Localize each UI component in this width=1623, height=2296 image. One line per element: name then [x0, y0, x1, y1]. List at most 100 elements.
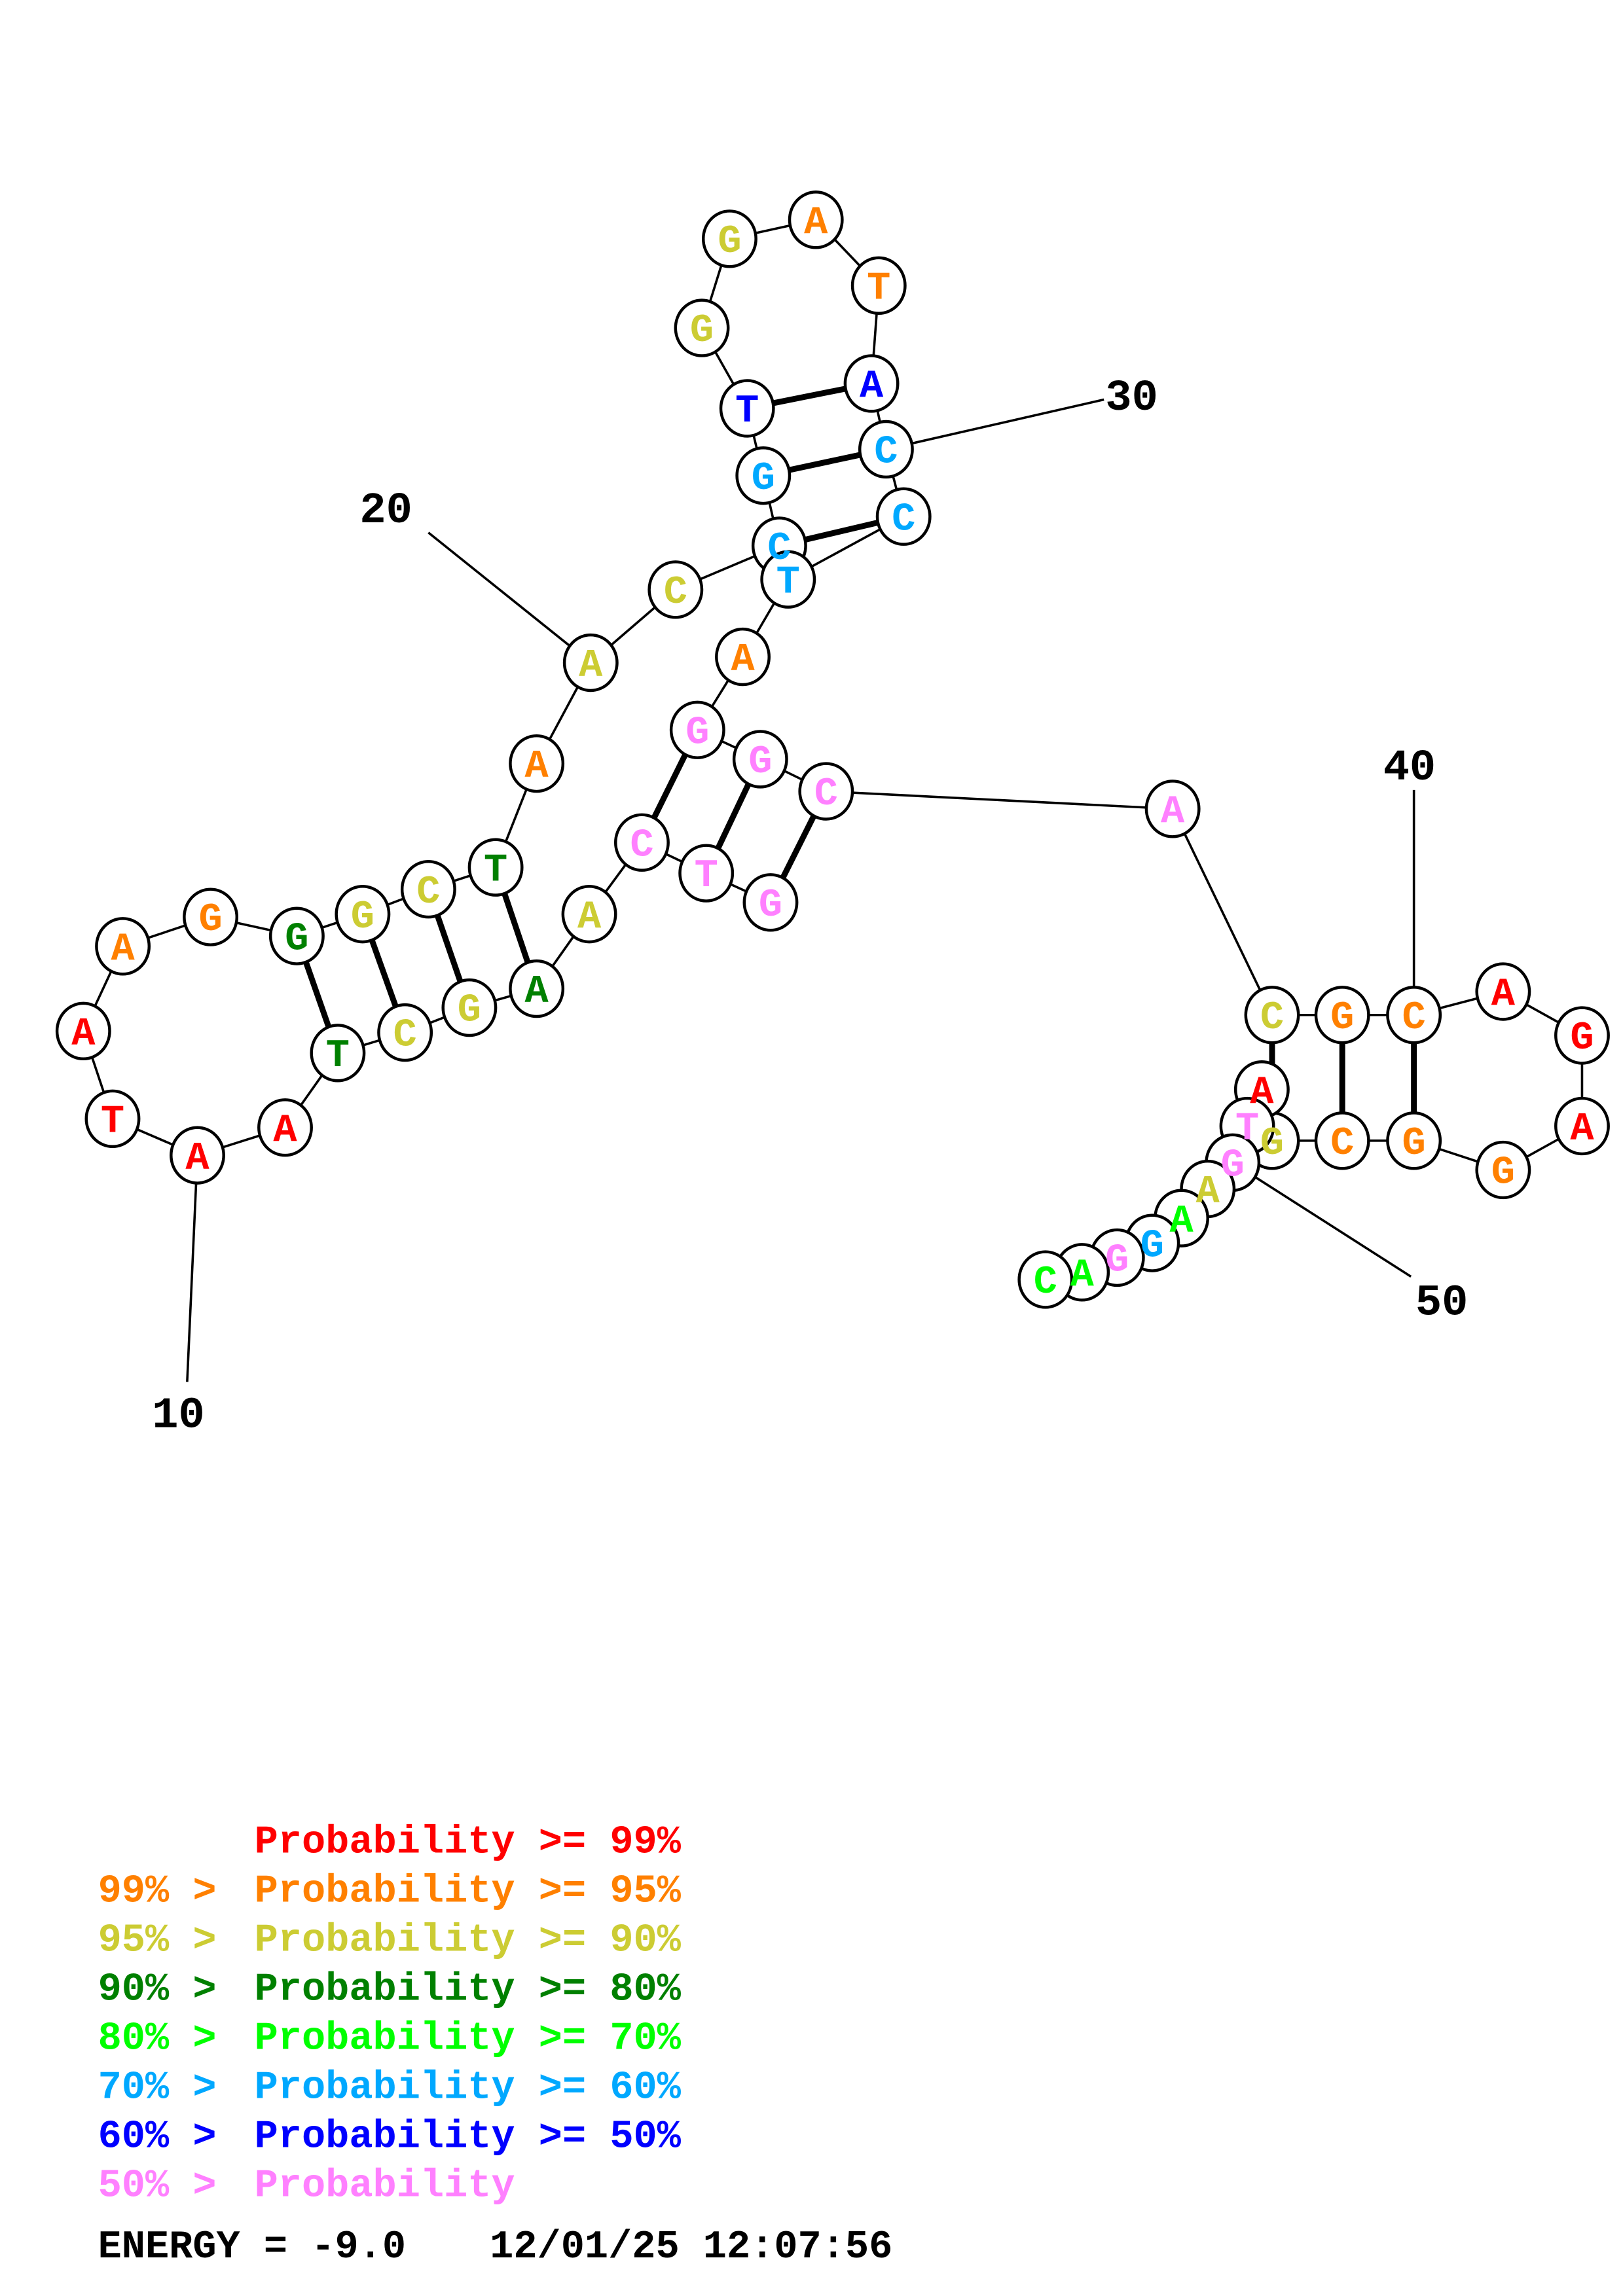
nucleotide-circle-12 — [55, 1001, 111, 1060]
nucleotide-letter-8: T — [326, 1034, 350, 1079]
nucleotide-circle-19 — [509, 734, 565, 793]
nucleotide-circle-16 — [335, 884, 391, 944]
nucleotide-circle-40 — [1386, 986, 1442, 1045]
nucleotide-letter-3: C — [630, 823, 653, 868]
nucleotide-circle-11 — [84, 1089, 141, 1148]
nucleotide-circle-1 — [742, 873, 799, 932]
nucleotide-circle-25 — [674, 298, 730, 357]
nucleotide-circle-21 — [647, 560, 704, 619]
energy-text: ENERGY = -9.0 — [98, 2225, 406, 2270]
nucleotide-letter-9: A — [273, 1109, 297, 1153]
legend-prefix: 50% > — [98, 2164, 217, 2209]
nucleotide-letter-6: G — [458, 989, 481, 1033]
nucleotide-letter-37: A — [1161, 790, 1185, 834]
nucleotide-letter-54: G — [1105, 1239, 1129, 1283]
nucleotide-letter-48: A — [1250, 1071, 1274, 1115]
nucleotide-letter-49: T — [1235, 1107, 1259, 1152]
nucleotide-circle-23 — [735, 446, 792, 505]
nucleotide-circle-37 — [1144, 780, 1201, 838]
nucleotide-circle-26 — [702, 209, 757, 268]
nucleotide-letter-19: A — [525, 745, 549, 789]
nucleotide-letter-36: C — [814, 772, 838, 817]
nucleotide-circle-15 — [268, 906, 325, 965]
nucleotide-letter-41: A — [1491, 973, 1516, 1017]
legend-text: Probability >= 95% — [255, 1870, 682, 1914]
legend-prefix: 60% > — [98, 2115, 217, 2160]
nucleotide-letter-30: C — [874, 431, 898, 475]
nucleotide-circle-36 — [798, 762, 854, 821]
nucleotide-circle-8 — [310, 1024, 366, 1083]
nucleotide-circle-4 — [561, 884, 617, 944]
nucleotide-letter-11: T — [101, 1100, 124, 1144]
nucleotide-circle-18 — [467, 838, 524, 897]
probability-legend: Probability >= 99%99% > Probability >= 9… — [98, 1820, 682, 2208]
nucleotide-circle-32 — [760, 550, 816, 609]
leader-line-30 — [886, 398, 1104, 451]
nucleotide-circle-13 — [95, 917, 151, 976]
nucleotide-letter-14: G — [199, 898, 223, 942]
nucleotide-circle-43 — [1554, 1096, 1610, 1156]
position-label-20: 20 — [359, 486, 412, 536]
nucleotide-circle-56 — [1017, 1250, 1074, 1309]
nucleotide-letter-20: A — [579, 644, 603, 689]
nucleotide-letter-50: G — [1221, 1143, 1245, 1188]
nucleotide-circle-17 — [400, 860, 456, 919]
nucleotide-circle-24 — [719, 379, 775, 438]
nucleotide-circle-33 — [715, 627, 771, 687]
nucleotide-letter-51: A — [1196, 1170, 1220, 1215]
position-label-10: 10 — [152, 1391, 204, 1441]
nucleotide-letter-44: G — [1491, 1151, 1515, 1196]
leader-line-20 — [428, 531, 592, 664]
legend-entry: 90% > Probability >= 80% — [98, 1968, 682, 2013]
leader-line-10 — [186, 1155, 199, 1382]
nucleotide-letter-15: G — [285, 917, 308, 961]
legend-text: Probability >= 60% — [255, 2066, 682, 2111]
position-label-30: 30 — [1105, 374, 1158, 423]
nucleotide-letter-12: A — [71, 1012, 96, 1056]
nucleotide-letter-18: T — [484, 848, 507, 893]
nucleotide-circle-2 — [678, 844, 735, 903]
nucleotide-circle-20 — [562, 633, 619, 692]
nucleotide-letter-39: G — [1330, 996, 1354, 1041]
legend-entry: 80% > Probability >= 70% — [98, 2017, 682, 2062]
nucleotide-letter-52: A — [1169, 1199, 1194, 1244]
nucleotide-letter-25: G — [690, 309, 714, 353]
nucleotide-letter-26: G — [718, 220, 741, 264]
legend-text: Probability >= 99% — [255, 1820, 682, 1865]
nucleotide-letter-46: C — [1330, 1122, 1354, 1166]
nucleotide-letter-40: C — [1402, 996, 1426, 1041]
nucleotide-letter-42: G — [1570, 1016, 1594, 1061]
nucleotide-letter-23: G — [752, 457, 775, 501]
nucleotide-circle-10 — [170, 1126, 225, 1185]
nucleotide-circle-31 — [875, 487, 932, 546]
legend-text: Probability >= 70% — [255, 2017, 682, 2062]
legend-prefix: 90% > — [98, 1968, 217, 2013]
nucleotide-letter-43: A — [1570, 1107, 1594, 1152]
legend-text: Probability >= 90% — [255, 1919, 682, 1964]
nucleotide-circle-9 — [257, 1098, 313, 1157]
nucleotide-circle-5 — [509, 959, 565, 1018]
nucleotide-circle-3 — [614, 813, 670, 872]
nucleotide-letter-45: G — [1402, 1122, 1426, 1166]
position-label-40: 40 — [1383, 744, 1436, 793]
position-label-50: 50 — [1415, 1279, 1468, 1329]
nucleotide-letter-17: C — [416, 870, 440, 915]
nucleotide-circle-6 — [441, 978, 498, 1037]
nucleotide-circle-34 — [669, 700, 725, 759]
nucleotide-letter-29: A — [860, 365, 884, 409]
backbone-segment — [1171, 808, 1273, 1016]
nucleotide-letter-1: G — [759, 884, 782, 928]
nucleotide-letter-56: C — [1034, 1261, 1057, 1305]
legend-entry: 70% > Probability >= 60% — [98, 2066, 682, 2111]
nucleotide-letter-53: G — [1140, 1224, 1164, 1268]
nucleotide-circle-42 — [1554, 1006, 1610, 1065]
legend-entry: 95% > Probability >= 90% — [98, 1919, 682, 1964]
nucleotide-letter-27: A — [804, 201, 828, 245]
nucleotide-circle-35 — [732, 730, 788, 789]
nucleotide-letter-32: T — [776, 560, 800, 605]
nucleotide-letter-10: A — [185, 1136, 210, 1181]
legend-text: Probability — [255, 2164, 515, 2209]
nucleotide-circle-39 — [1314, 986, 1370, 1045]
nucleotide-letter-21: C — [664, 571, 687, 615]
